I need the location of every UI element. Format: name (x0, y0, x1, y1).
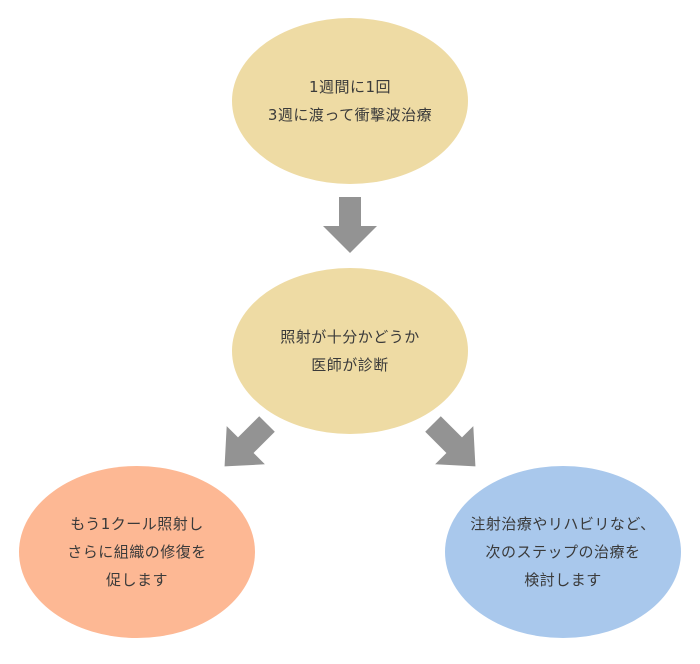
node-right-line-1: 注射治療やリハビリなど、 (470, 515, 656, 533)
node-top-line-1: 1週間に1回 (308, 78, 392, 96)
arrow-down-right-icon (425, 416, 476, 467)
node-top-line-2: 3週に渡って衝撃波治療 (267, 106, 433, 124)
node-left-line-3: 促します (105, 571, 168, 589)
node-left-line-1: もう1クール照射し (70, 515, 204, 533)
node-right-line-2: 次のステップの治療を (485, 543, 641, 561)
node-weekly-shockwave: 1週間に1回 3週に渡って衝撃波治療 (232, 18, 468, 184)
node-additional-course: もう1クール照射し さらに組織の修復を 促します (19, 466, 255, 638)
node-doctor-diagnosis: 照射が十分かどうか 医師が診断 (232, 268, 468, 434)
node-mid-line-1: 照射が十分かどうか (280, 328, 420, 346)
node-next-step-treatment: 注射治療やリハビリなど、 次のステップの治療を 検討します (445, 466, 681, 638)
node-right-line-3: 検討します (524, 571, 602, 589)
arrow-down-icon (323, 197, 377, 253)
node-left-line-2: さらに組織の修復を (67, 543, 207, 561)
node-mid-line-2: 医師が診断 (311, 356, 389, 374)
arrow-down-left-icon (224, 416, 275, 467)
